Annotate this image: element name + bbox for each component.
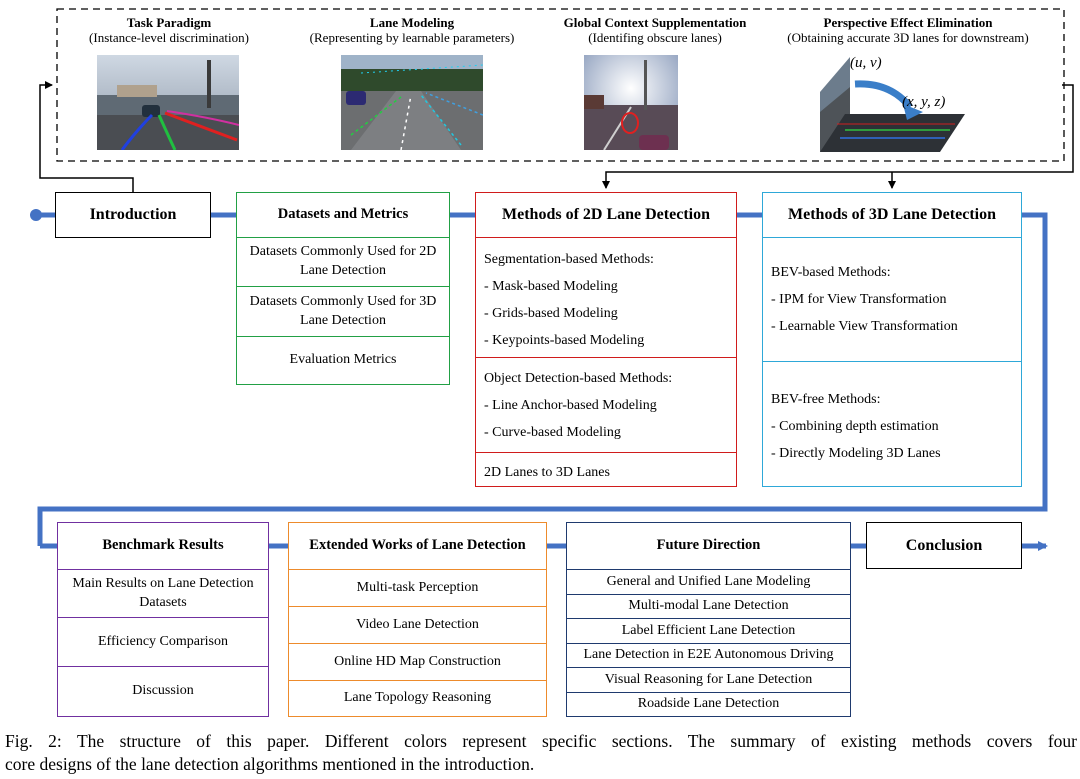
future-item: Visual Reasoning for Lane Detection bbox=[567, 668, 850, 693]
segmentation-item: - Keypoints-based Modeling bbox=[484, 333, 645, 348]
datasets-item: Datasets Commonly Used for 3D Lane Detec… bbox=[237, 287, 449, 337]
panel-title: Task Paradigm bbox=[126, 15, 212, 30]
panel-subtitle: (Representing by learnable parameters) bbox=[309, 30, 515, 45]
benchmark-item: Main Results on Lane Detection Datasets bbox=[58, 570, 268, 618]
extended-header: Extended Works of Lane Detection bbox=[289, 523, 546, 570]
panel-global-context: Global Context Supplementation (Identifi… bbox=[557, 15, 753, 45]
conclusion-box: Conclusion bbox=[866, 522, 1022, 569]
bev-free-section: BEV-free Methods: - Combining depth esti… bbox=[763, 362, 1021, 467]
object-detection-title: Object Detection-based Methods: bbox=[484, 371, 673, 386]
panel-subtitle: (Obtaining accurate 3D lanes for downstr… bbox=[787, 30, 1029, 45]
benchmark-item: Efficiency Comparison bbox=[58, 618, 268, 667]
future-header: Future Direction bbox=[567, 523, 850, 570]
extended-item: Video Lane Detection bbox=[289, 607, 546, 644]
panel-subtitle: (Instance-level discrimination) bbox=[89, 30, 249, 45]
future-item: General and Unified Lane Modeling bbox=[567, 570, 850, 595]
intro-to-panel-connector bbox=[39, 81, 134, 192]
methods-3d-header: Methods of 3D Lane Detection bbox=[763, 193, 1021, 238]
extended-item: Lane Topology Reasoning bbox=[343, 689, 492, 705]
future-direction-box: Future Direction General and Unified Lan… bbox=[566, 522, 851, 717]
task-paradigm-image bbox=[97, 55, 239, 150]
bev-item: - IPM for View Transformation bbox=[771, 292, 947, 307]
lane-modeling-image bbox=[341, 55, 483, 150]
extended-works-box: Extended Works of Lane Detection Multi-t… bbox=[288, 522, 547, 717]
object-detection-item: - Curve-based Modeling bbox=[484, 425, 621, 440]
datasets-item: Datasets Commonly Used for 2D Lane Detec… bbox=[237, 238, 449, 287]
object-detection-item: - Line Anchor-based Modeling bbox=[484, 398, 657, 413]
panel-title: Perspective Effect Elimination bbox=[823, 15, 993, 30]
figure-caption: Fig. 2: The structure of this paper. Dif… bbox=[5, 730, 1077, 776]
lift-section: 2D Lanes to 3D Lanes bbox=[476, 453, 736, 486]
datasets-header: Datasets and Metrics bbox=[237, 193, 449, 238]
datasets-item: Evaluation Metrics bbox=[289, 351, 397, 367]
future-item: Label Efficient Lane Detection bbox=[567, 619, 850, 644]
flow-start-dot bbox=[30, 209, 42, 221]
segmentation-title: Segmentation-based Methods: bbox=[484, 252, 654, 267]
future-item: Lane Detection in E2E Autonomous Driving bbox=[567, 644, 850, 668]
introduction-box: Introduction bbox=[55, 192, 211, 238]
future-item: Roadside Lane Detection bbox=[637, 695, 780, 711]
panel-lane-modeling: Lane Modeling (Representing by learnable… bbox=[302, 15, 522, 45]
panel-title: Global Context Supplementation bbox=[563, 15, 747, 30]
benchmark-header: Benchmark Results bbox=[58, 523, 268, 570]
bev-free-item: - Combining depth estimation bbox=[771, 419, 939, 434]
panel-title: Lane Modeling bbox=[369, 15, 455, 30]
panel-subtitle: (Identifing obscure lanes) bbox=[588, 30, 722, 45]
datasets-metrics-box: Datasets and Metrics Datasets Commonly U… bbox=[236, 192, 450, 385]
bev-free-title: BEV-free Methods: bbox=[771, 392, 881, 407]
panel-perspective: Perspective Effect Elimination (Obtainin… bbox=[760, 15, 1056, 45]
benchmark-box: Benchmark Results Main Results on Lane D… bbox=[57, 522, 269, 717]
extended-item: Multi-task Perception bbox=[289, 570, 546, 607]
coord-2d-label: (u, v) bbox=[850, 55, 882, 71]
panel-to-methods-connector bbox=[602, 84, 1074, 189]
global-context-image bbox=[584, 55, 678, 150]
perspective-image bbox=[820, 57, 965, 152]
lift-item: 2D Lanes to 3D Lanes bbox=[484, 465, 610, 480]
coord-3d-label: (x, y, z) bbox=[902, 94, 946, 110]
bev-section: BEV-based Methods: - IPM for View Transf… bbox=[763, 238, 1021, 362]
segmentation-item: - Grids-based Modeling bbox=[484, 306, 618, 321]
caption-line: Fig. 2: The structure of this paper. Dif… bbox=[5, 731, 1077, 751]
caption-line: core designs of the lane detection algor… bbox=[5, 754, 535, 774]
benchmark-item: Discussion bbox=[132, 682, 194, 698]
future-item: Multi-modal Lane Detection bbox=[567, 595, 850, 619]
bev-title: BEV-based Methods: bbox=[771, 265, 891, 280]
top-panel-frame bbox=[56, 8, 1065, 162]
methods-3d-box: Methods of 3D Lane Detection BEV-based M… bbox=[762, 192, 1022, 487]
bev-free-item: - Directly Modeling 3D Lanes bbox=[771, 446, 941, 461]
object-detection-section: Object Detection-based Methods: - Line A… bbox=[476, 358, 736, 453]
panel-task-paradigm: Task Paradigm (Instance-level discrimina… bbox=[82, 15, 256, 45]
extended-item: Online HD Map Construction bbox=[289, 644, 546, 681]
methods-2d-header: Methods of 2D Lane Detection bbox=[476, 193, 736, 238]
methods-2d-box: Methods of 2D Lane Detection Segmentatio… bbox=[475, 192, 737, 487]
segmentation-section: Segmentation-based Methods: - Mask-based… bbox=[476, 238, 736, 358]
bev-item: - Learnable View Transformation bbox=[771, 319, 958, 334]
flow-line-wrap bbox=[37, 212, 1048, 546]
segmentation-item: - Mask-based Modeling bbox=[484, 279, 618, 294]
